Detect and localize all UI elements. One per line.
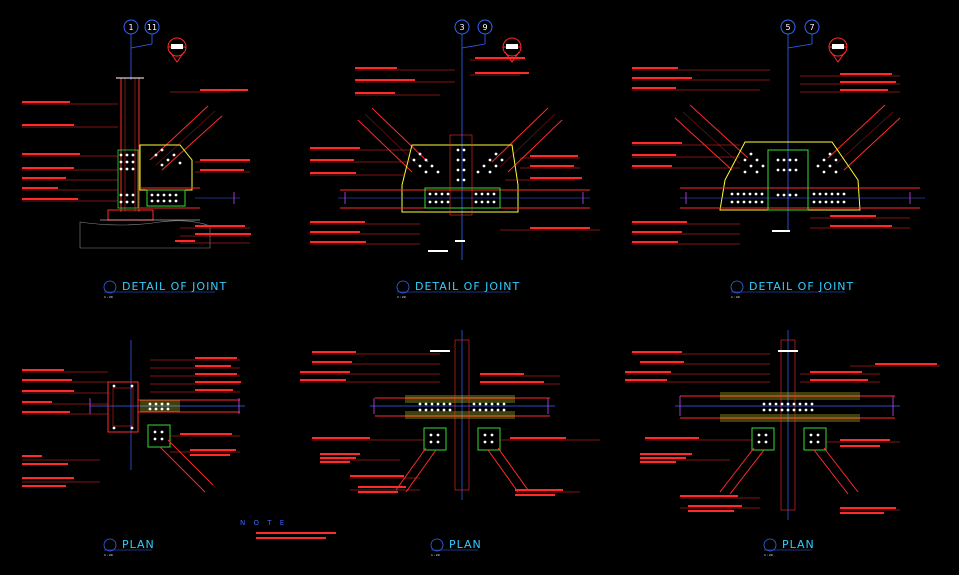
scale-text: 1 : 20 <box>431 553 440 557</box>
grid-bubble-3: 3 <box>454 19 470 260</box>
title-plan-1: PLAN 1 : 20 <box>103 538 155 557</box>
plan-view-1 <box>22 340 245 493</box>
column-connector <box>117 149 139 209</box>
title-text: PLAN <box>449 538 482 551</box>
grid-label-11: 11 <box>147 23 157 32</box>
diagonal-brace-plan <box>159 439 214 493</box>
beam-member <box>340 189 590 209</box>
annotation-leaders <box>310 59 600 245</box>
plan-view-3 <box>625 330 940 520</box>
brace-connector-left <box>423 427 447 451</box>
title-plan-3: PLAN 1 : 20 <box>763 538 815 557</box>
bolt-group <box>418 402 506 444</box>
grid-label-7: 7 <box>809 23 814 32</box>
annotation-leaders <box>22 359 240 483</box>
title-detail-3: DETAIL OF JOINT 1 : 20 <box>730 280 854 299</box>
beam-member <box>680 395 895 419</box>
view-titles: DETAIL OF JOINT 1 : 20 DETAIL OF JOINT 1… <box>103 280 854 557</box>
brace-connector-left <box>751 427 775 451</box>
diagonal-brace-plan <box>395 447 529 493</box>
grid-bubble-11: 11 <box>130 19 160 49</box>
title-text: PLAN <box>122 538 155 551</box>
title-detail-1: DETAIL OF JOINT 1 : 20 <box>103 280 227 299</box>
base-plate <box>107 209 154 221</box>
grid-markers: 1 11 3 9 5 7 <box>123 19 820 260</box>
detail-view-2 <box>310 57 600 252</box>
grid-bubble-5: 5 <box>780 19 796 230</box>
gusset-plate <box>719 141 861 211</box>
beam-splice <box>146 189 186 207</box>
brace-connector-right <box>803 427 827 451</box>
beam-member <box>140 187 200 209</box>
section-marker-1 <box>167 37 187 63</box>
bolt-group <box>730 152 846 204</box>
annotation-text-blocks <box>22 89 251 242</box>
annotation-leaders <box>22 91 250 244</box>
scale-text: 1 : 20 <box>731 295 740 299</box>
grid-tags <box>428 240 465 252</box>
grid-label-1: 1 <box>128 23 133 32</box>
grid-label-9: 9 <box>482 23 487 32</box>
title-text: PLAN <box>782 538 815 551</box>
beam-member <box>680 187 920 209</box>
title-text: DETAIL OF JOINT <box>415 280 520 293</box>
section-markers <box>167 37 848 63</box>
title-text: DETAIL OF JOINT <box>122 280 227 293</box>
column-section <box>107 381 139 433</box>
grid-bubble-7: 7 <box>787 19 820 49</box>
annotation-text-blocks <box>300 351 566 496</box>
diagonal-brace-right <box>827 104 901 171</box>
section-marker-3 <box>828 37 848 63</box>
bolt-group <box>112 384 170 441</box>
annotation-leaders <box>632 69 910 245</box>
bolt-group <box>757 402 820 444</box>
scale-text: 1 : 20 <box>104 295 113 299</box>
title-detail-2: DETAIL OF JOINT 1 : 20 <box>396 280 520 299</box>
grid-label-5: 5 <box>785 23 790 32</box>
annotation-text-blocks <box>632 67 896 243</box>
diagonal-brace-left <box>357 107 429 173</box>
detail-view-3 <box>632 67 925 245</box>
bolt-group <box>119 148 182 204</box>
note-block: N O T E <box>240 519 336 539</box>
diagonal-brace-right <box>491 107 563 173</box>
brace-connector <box>147 424 171 448</box>
annotation-text-blocks <box>310 57 590 243</box>
column-member <box>116 77 144 212</box>
title-plan-2: PLAN 1 : 20 <box>430 538 482 557</box>
gusset-plate <box>401 144 519 213</box>
vertical-connector <box>449 134 473 216</box>
annotation-leaders <box>300 353 600 493</box>
title-text: DETAIL OF JOINT <box>749 280 854 293</box>
note-label: N O T E <box>240 519 287 527</box>
plan-view-2 <box>300 330 600 500</box>
annotation-text-blocks <box>22 357 241 487</box>
brace-connector-right <box>477 427 501 451</box>
gusset-plate <box>139 144 193 191</box>
annotation-leaders <box>625 353 940 511</box>
grid-bubble-9: 9 <box>461 19 493 49</box>
beam-member <box>138 399 240 413</box>
bolt-group <box>412 148 504 204</box>
scale-text: 1 : 20 <box>764 553 773 557</box>
scale-text: 1 : 20 <box>104 553 113 557</box>
center-splice <box>767 149 809 211</box>
annotation-text-blocks <box>625 351 937 514</box>
scale-text: 1 : 20 <box>397 295 406 299</box>
diagonal-brace-left <box>674 104 749 171</box>
diagonal-brace-plan <box>719 447 859 495</box>
grid-label-3: 3 <box>459 23 464 32</box>
diagonal-brace <box>149 105 223 171</box>
grid-bubble-1: 1 <box>123 19 139 80</box>
foundation <box>79 220 211 249</box>
section-marker-2 <box>502 37 522 63</box>
beam-member <box>375 397 550 417</box>
detail-view-1 <box>22 77 251 249</box>
